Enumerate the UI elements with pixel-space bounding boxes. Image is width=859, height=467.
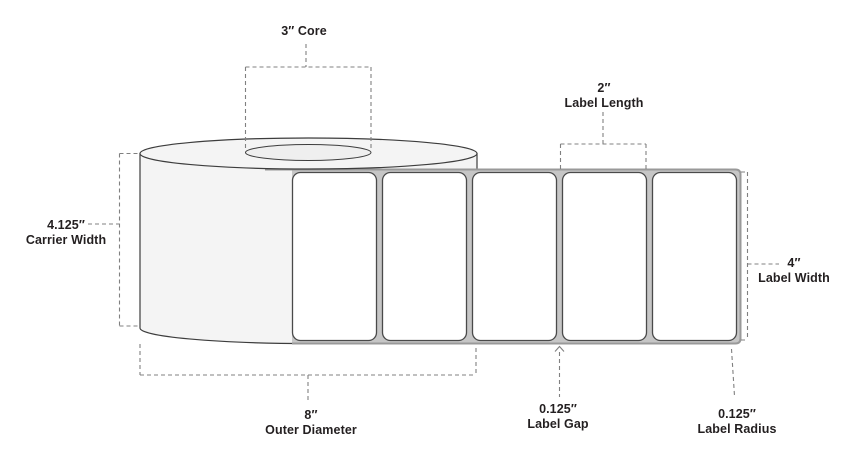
label-blank [381, 171, 468, 342]
outer-diameter-dimension-lines [139, 344, 477, 403]
label-width-name: Label Width [758, 270, 830, 285]
dimension-lines [88, 44, 779, 403]
label-blank [291, 171, 378, 342]
label-width-dimension-lines [741, 171, 779, 341]
up-arrow-icon [554, 345, 565, 352]
label-row [291, 171, 738, 342]
core-dimension-lines [244, 44, 372, 150]
carrier-width-value: 4.125″ [47, 218, 85, 232]
label-width-dimension-label: 4″ Label Width [758, 256, 830, 285]
label-blank [561, 171, 648, 342]
label-gap-value: 0.125″ [539, 402, 577, 416]
label-width-value: 4″ [787, 256, 801, 270]
label-length-name: Label Length [564, 95, 644, 110]
label-radius-dimension-label: 0.125″ Label Radius [698, 407, 777, 436]
core-dimension-label: 3″ Core [281, 24, 327, 39]
label-length-dimension-lines [559, 112, 647, 170]
label-radius-dimension-line [730, 348, 736, 397]
label-length-dimension-label: 2″ Label Length [565, 81, 644, 110]
label-radius-name: Label Radius [697, 421, 777, 436]
label-blank [651, 171, 738, 342]
outer-diameter-value: 8″ [304, 408, 318, 422]
outer-diameter-dimension-label: 8″ Outer Diameter [265, 408, 357, 437]
carrier-width-name: Carrier Width [25, 232, 107, 247]
label-blank [471, 171, 558, 342]
label-gap-name: Label Gap [527, 416, 589, 431]
carrier-width-dimension-lines [88, 152, 139, 327]
core-name: Core [297, 24, 327, 38]
label-length-value: 2″ [597, 81, 611, 95]
label-radius-value: 0.125″ [718, 407, 756, 421]
carrier-width-dimension-label: 4.125″ Carrier Width [26, 218, 106, 247]
label-gap-dimension-label: 0.125″ Label Gap [527, 402, 588, 431]
core-value: 3″ [281, 24, 295, 38]
roll-core-hole [245, 144, 372, 161]
outer-diameter-name: Outer Diameter [265, 422, 357, 437]
